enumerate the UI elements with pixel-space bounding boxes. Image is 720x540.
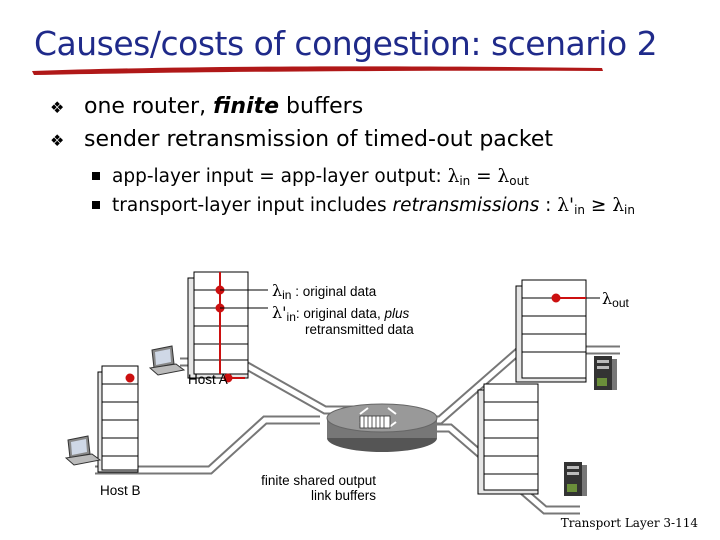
lambda-prime-desc: : original data, [296,306,385,321]
router-caption-line1: finite shared output [240,473,376,488]
lambda-prime-emph: plus [384,306,409,321]
lambda-prime-desc-line2: retransmitted data [305,322,414,337]
receiver-buffer-lower [478,384,538,494]
laptop-icon [150,346,184,375]
router-icon [327,404,437,452]
router-caption: finite shared output link buffers [240,473,376,503]
lambda-in-label: λin : original data [272,281,376,302]
router-caption-line2: link buffers [240,488,376,503]
lambda-prime-label: λ'in: original data, plus [272,303,409,324]
server-icon [564,462,587,496]
subscript: in [287,310,296,324]
host-b-label: Host B [100,483,141,498]
lambda-in-desc: : original data [291,284,376,299]
slide-footer: Transport Layer 3-114 [561,516,698,530]
server-icon [594,356,617,390]
subscript: out [612,296,629,310]
lambda-prime-symbol: λ' [272,303,287,322]
lambda-symbol: λ [272,281,282,300]
lambda-out-label: λout [602,289,629,310]
host-b-buffer [98,366,138,472]
laptop-icon [66,436,100,465]
lambda-symbol: λ [602,289,612,308]
host-a-label: Host A [188,372,228,387]
receiver-buffer-upper [516,280,586,382]
